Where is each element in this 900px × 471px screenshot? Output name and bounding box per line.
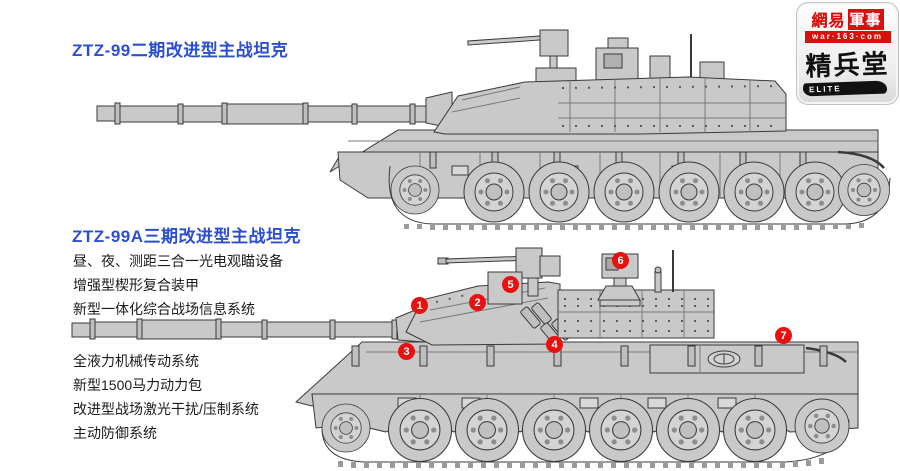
feature-item: 新型一体化综合战场信息系统 bbox=[73, 301, 255, 317]
ztz99-turret bbox=[425, 76, 787, 135]
ztz99a-running-gear bbox=[321, 397, 850, 468]
ztz99a-gun-shield bbox=[487, 271, 523, 305]
ztz99a-commander-sight bbox=[597, 253, 641, 307]
ztz99-illustration bbox=[96, 29, 891, 230]
ztz99-title: ZTZ-99二期改进型主战坦克 bbox=[72, 41, 289, 60]
netease-military-badge: 軍事 bbox=[847, 8, 884, 30]
netease-military-logo: 網易 軍事 bbox=[797, 8, 898, 30]
netease-brand-text: 網易 bbox=[811, 13, 846, 30]
ztz99-roof-equipment bbox=[467, 29, 725, 85]
ztz99a-track-teeth bbox=[338, 458, 824, 468]
elite-banner: ELITE bbox=[802, 80, 888, 97]
ztz99-hull bbox=[329, 129, 885, 199]
feature-item: 昼、夜、测距三合一光电观瞄设备 bbox=[73, 253, 283, 269]
feature-item: 改进型战场激光干扰/压制系统 bbox=[73, 401, 259, 417]
ztz99-gun-barrel bbox=[96, 102, 453, 125]
ztz99a-lower-feature-list: 全液力机械传动系统 新型1500马力动力包 改进型战场激光干扰/压制系统 主动防… bbox=[73, 349, 259, 445]
ztz99a-illustration bbox=[71, 247, 859, 468]
feature-item: 增强型楔形复合装甲 bbox=[73, 277, 199, 293]
ztz99a-tow-cable bbox=[805, 346, 847, 363]
ztz99a-hull bbox=[294, 341, 859, 433]
ztz99-running-gear bbox=[388, 161, 891, 230]
netease-url-text: war·163·com bbox=[804, 31, 891, 43]
ztz99a-title: ZTZ-99A三期改进型主战坦克 bbox=[72, 227, 301, 246]
ztz99a-upper-feature-list: 昼、夜、测距三合一光电观瞄设备 增强型楔形复合装甲 新型一体化综合战场信息系统 bbox=[73, 249, 283, 321]
ztz99a-gun-barrel bbox=[71, 318, 433, 340]
ztz99a-turret bbox=[395, 281, 715, 346]
ztz99-track-teeth bbox=[404, 223, 864, 230]
feature-item: 全液力机械传动系统 bbox=[73, 353, 199, 369]
feature-item: 主动防御系统 bbox=[73, 425, 157, 441]
ztz99-tow-cable bbox=[837, 150, 885, 169]
site-logo: 網易 軍事 war·163·com 精兵堂 ELITE bbox=[796, 2, 899, 105]
elite-logo-name: 精兵堂 bbox=[805, 48, 891, 82]
ztz99a-antenna bbox=[672, 250, 674, 292]
feature-item: 新型1500马力动力包 bbox=[73, 377, 203, 393]
